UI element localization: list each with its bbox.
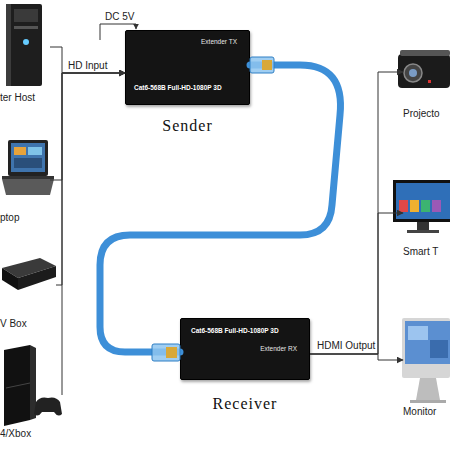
laptop-screen-tile [14,147,26,155]
device-caption: Projecto [403,108,440,120]
gamepad [34,398,62,416]
laptop-hinge [2,176,54,179]
device-caption: ptop [0,212,19,224]
tower-bay [14,9,38,22]
device-caption: Smart T [403,246,438,258]
console-body [4,345,30,426]
device-caption: V Box [0,318,27,330]
output-connector [310,354,403,360]
output-connector [310,72,403,354]
tvbox-front [18,266,56,290]
projector-lens-glass [409,69,417,77]
monitor-device: Monitor [403,316,450,418]
laptop-screen [11,143,45,172]
input-connector [56,73,125,285]
unit-spec: Cat6-568B Full-HD-1080P 3D [134,84,222,92]
projector-body [398,54,450,88]
monitor-stand [416,378,440,400]
tower-power-led [23,39,29,45]
console-device: 4/Xbox [0,343,62,440]
monitor-base [410,400,446,403]
power-label: DC 5V [104,11,135,23]
unit-model: Extender RX [260,345,297,353]
projector-top [400,50,450,56]
input-label: HD Input [67,60,108,72]
unit-title: Receiver [181,395,309,413]
projector-lens [404,64,422,82]
device-caption: Monitor [403,406,436,418]
tv-tile [432,200,441,212]
unit-title: Sender [126,117,249,135]
tv-tile [410,200,419,212]
laptop-screen-tile [14,158,42,168]
unit-spec: Cat6-568B Full-HD-1080P 3D [191,327,279,335]
device-caption: 4/Xbox [0,428,31,440]
sender-unit: Extender TXCat6-568B Full-HD-1080P 3DSen… [125,30,250,105]
tv-frame [393,180,450,222]
tower-slot [14,26,38,29]
tvbox-device: V Box [0,252,56,330]
projector-led [428,80,431,83]
laptop-device: ptop [0,138,50,224]
monitor-screen [405,321,450,364]
receiver-unit: Cat6-568B Full-HD-1080P 3DExtender RXRec… [180,318,310,380]
rj45-plug [250,57,274,73]
projector-device: Projecto [403,45,450,120]
input-connector [50,47,125,73]
laptop-screen-tile [28,147,42,155]
input-connector [50,73,125,180]
tv-stand [417,222,429,230]
tower-body [6,4,42,86]
monitor-window [430,340,448,358]
console-groove [6,383,30,388]
tvbox-side [2,268,18,290]
tv-screen [396,183,450,219]
rj45-contacts [166,347,177,358]
computer-device: ter Host [0,0,50,104]
tower-side [6,4,11,86]
device-caption: ter Host [0,92,35,104]
monitor-frame [402,318,450,378]
output-connector [310,213,403,354]
rj45-plug [152,344,180,361]
monitor-window [408,326,428,340]
laptop-lid [8,140,48,176]
tv-tile [399,200,408,212]
output-label: HDMI Output [316,340,376,352]
rj45-contacts [262,60,272,70]
laptop-base [2,179,54,195]
tv-tile [421,200,430,212]
unit-model: Extender TX [201,38,237,46]
tv-device: Smart T [403,178,450,258]
tv-base [407,230,439,233]
network-cable [100,65,341,352]
